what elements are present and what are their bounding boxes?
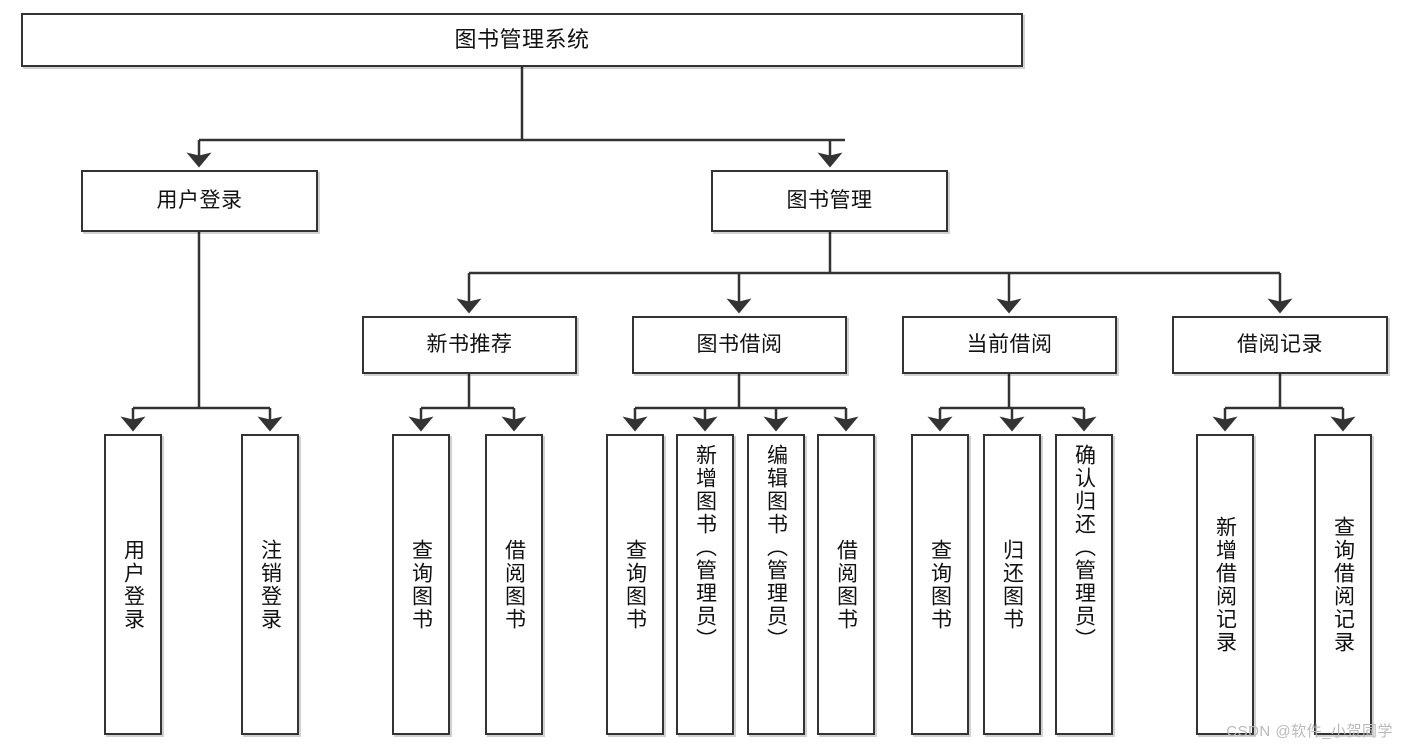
node-borrow-record[interactable]: 借阅记录: [1172, 316, 1388, 374]
node-current-borrow-label: 当前借阅: [966, 332, 1053, 356]
node-leaf-user-login[interactable]: 用户登录: [104, 434, 162, 735]
node-book-borrow-label: 图书借阅: [696, 332, 783, 356]
node-leaf-record-query-label: 查询借阅记录: [1331, 515, 1355, 654]
node-leaf-borrow-edit-label: 编辑图书（管理员）: [764, 444, 788, 651]
node-book-manage[interactable]: 图书管理: [711, 170, 948, 232]
node-user-login-label: 用户登录: [156, 188, 243, 212]
node-leaf-user-login-label: 用户登录: [121, 538, 145, 631]
node-leaf-current-return[interactable]: 归还图书: [983, 434, 1041, 735]
node-leaf-record-query[interactable]: 查询借阅记录: [1314, 434, 1372, 735]
node-leaf-borrow-lend[interactable]: 借阅图书: [817, 434, 875, 735]
node-leaf-recommend-borrow-label: 借阅图书: [502, 538, 526, 631]
watermark-text: CSDN @软件_小贺同学: [1226, 723, 1393, 740]
node-leaf-user-logout[interactable]: 注销登录: [241, 434, 299, 735]
node-leaf-current-confirm[interactable]: 确认归还（管理员）: [1055, 434, 1113, 735]
node-leaf-record-add[interactable]: 新增借阅记录: [1196, 434, 1254, 735]
node-leaf-borrow-query[interactable]: 查询图书: [606, 434, 664, 735]
node-book-manage-label: 图书管理: [786, 188, 873, 212]
node-leaf-borrow-add[interactable]: 新增图书（管理员）: [676, 434, 734, 735]
node-leaf-recommend-query[interactable]: 查询图书: [392, 434, 450, 735]
node-leaf-current-confirm-label: 确认归还（管理员）: [1072, 444, 1096, 651]
node-borrow-record-label: 借阅记录: [1237, 332, 1323, 356]
node-leaf-current-query-label: 查询图书: [928, 538, 952, 631]
node-new-book-recommend[interactable]: 新书推荐: [362, 316, 577, 374]
node-book-borrow[interactable]: 图书借阅: [632, 316, 847, 374]
node-leaf-borrow-query-label: 查询图书: [623, 538, 647, 631]
node-new-book-recommend-label: 新书推荐: [426, 332, 513, 356]
node-leaf-borrow-add-label: 新增图书（管理员）: [693, 444, 717, 651]
node-leaf-record-add-label: 新增借阅记录: [1213, 515, 1237, 654]
node-root[interactable]: 图书管理系统: [21, 13, 1023, 67]
node-leaf-current-query[interactable]: 查询图书: [911, 434, 969, 735]
node-leaf-recommend-query-label: 查询图书: [409, 538, 433, 631]
node-root-label: 图书管理系统: [454, 27, 590, 53]
node-leaf-user-logout-label: 注销登录: [258, 538, 282, 631]
node-leaf-borrow-edit[interactable]: 编辑图书（管理员）: [747, 434, 805, 735]
node-user-login[interactable]: 用户登录: [81, 170, 318, 232]
node-leaf-recommend-borrow[interactable]: 借阅图书: [485, 434, 543, 735]
node-leaf-current-return-label: 归还图书: [1000, 538, 1024, 631]
node-leaf-borrow-lend-label: 借阅图书: [834, 538, 858, 631]
node-current-borrow[interactable]: 当前借阅: [902, 316, 1117, 374]
